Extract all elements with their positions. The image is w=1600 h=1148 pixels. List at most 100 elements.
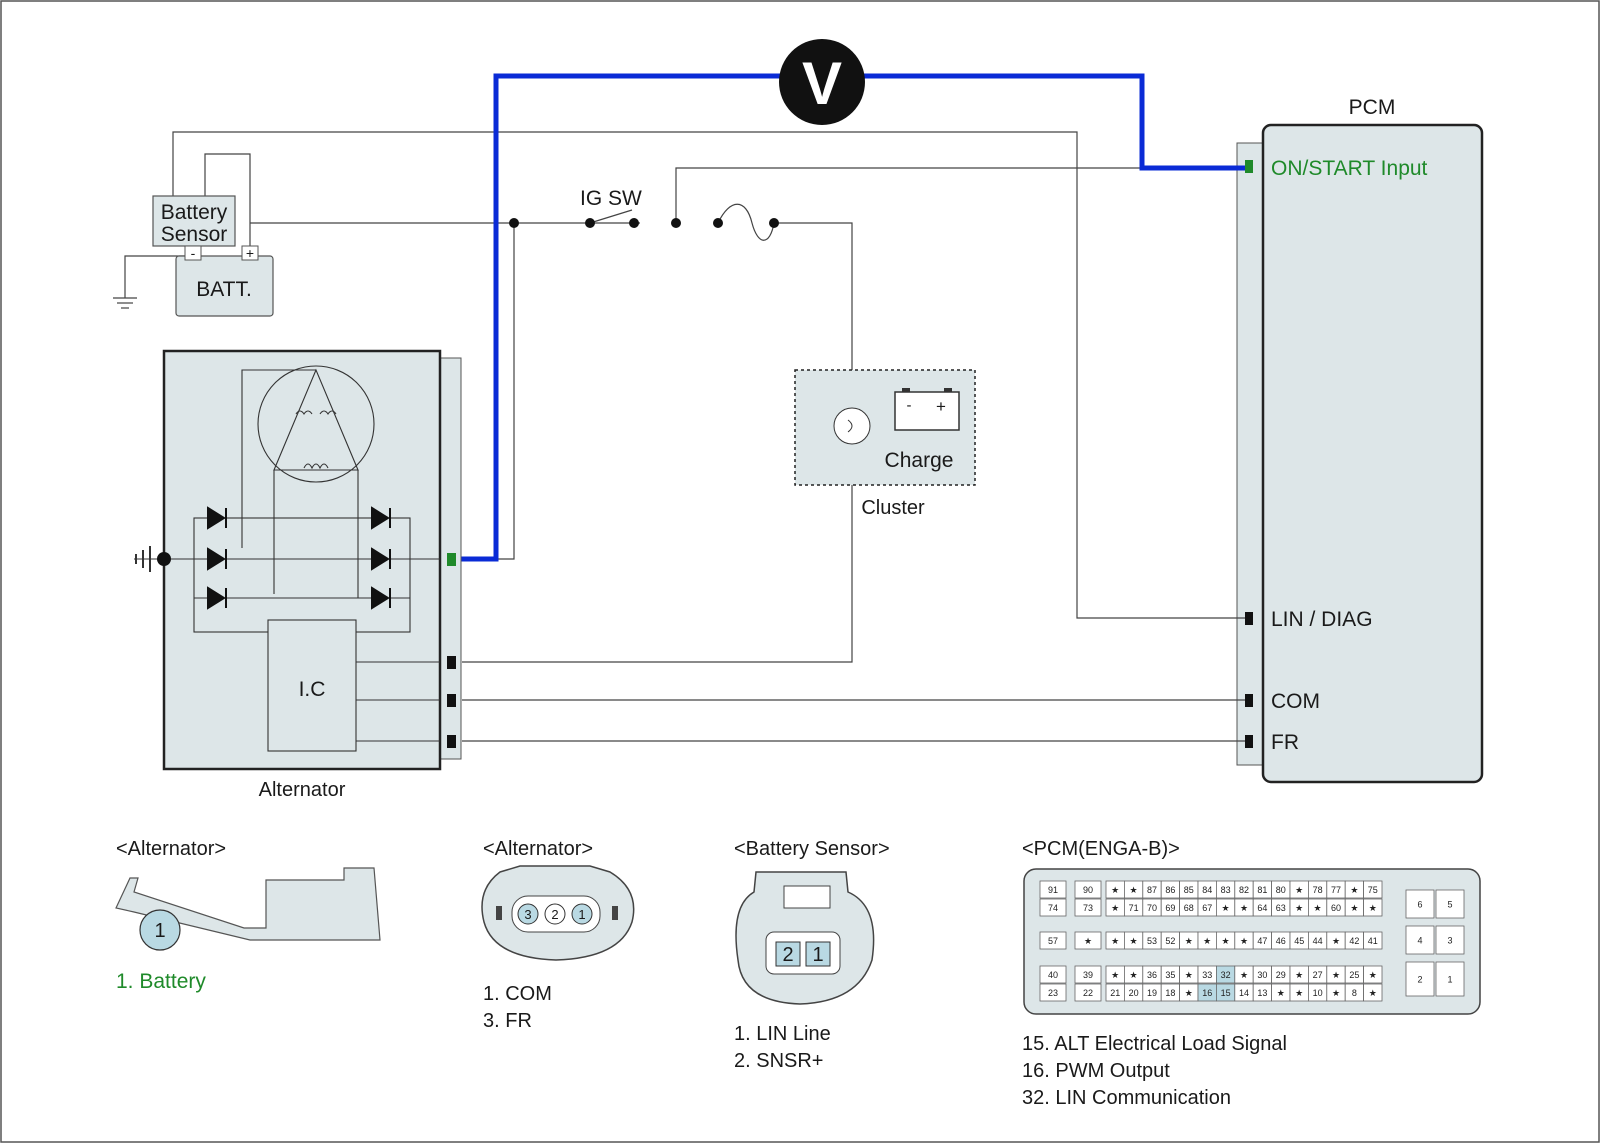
pcm-pin-label: 15 — [1221, 988, 1231, 998]
battery-warning-icon — [894, 391, 960, 431]
pcm-pin-label: 73 — [1083, 903, 1093, 913]
pcm-pin-label: 74 — [1048, 903, 1058, 913]
pcm-pin-label: 19 — [1147, 988, 1157, 998]
diode-icon — [207, 506, 227, 530]
battery-sensor-body — [152, 195, 236, 247]
junction-dot — [769, 218, 779, 228]
alt-terminal-com — [447, 694, 456, 707]
pcm-pin-label: ★ — [1332, 970, 1340, 980]
pcm-pin-cell — [1074, 983, 1102, 1002]
pcm-pin-cell — [1363, 931, 1383, 950]
diode-icon — [207, 547, 227, 571]
junction-dot — [585, 218, 595, 228]
pcm-pin-cell — [1405, 889, 1435, 919]
pcm-pin-label: ★ — [1185, 936, 1193, 946]
alternator-label: Alternator — [259, 779, 346, 801]
pcm-pin-label: ★ — [1130, 970, 1138, 980]
pcm-pin-label: ★ — [1369, 988, 1377, 998]
pcm-pin-label: 23 — [1048, 988, 1058, 998]
connector-battery-sensor: <Battery Sensor> 2 1 1. LIN Line 2. SNSR… — [734, 838, 890, 1072]
pcm-pin-label: ★ — [1332, 988, 1340, 998]
pcm-title: PCM — [1349, 96, 1396, 119]
pcm-pin-label: 32 — [1221, 970, 1231, 980]
pcm-pin-label: ★ — [1295, 903, 1303, 913]
stator-coils — [295, 410, 337, 470]
warning-minus: - — [907, 397, 912, 414]
pcm-pin-label: ★ — [1240, 936, 1248, 946]
pcm-pin-label: 84 — [1202, 885, 1212, 895]
terminal-pin-badge — [139, 909, 181, 951]
cluster-label: Cluster — [861, 497, 925, 519]
connector-legend: 32. LIN Communication — [1022, 1087, 1231, 1109]
diode-icon — [371, 586, 391, 610]
terminal-shape — [115, 867, 381, 941]
pcm-pin-label: ★ — [1240, 903, 1248, 913]
sensor-plug-latch — [783, 885, 831, 909]
pcm-pin-label: ★ — [1332, 936, 1340, 946]
pcm-pin-label: 33 — [1202, 970, 1212, 980]
pcm-pin-label: 5 — [1447, 900, 1452, 910]
pcm-pin-label: 39 — [1083, 970, 1093, 980]
pcm-terminal-com — [1245, 694, 1253, 707]
pcm-terminal-lin — [1245, 612, 1253, 625]
wire-ig-pcm — [675, 167, 1245, 223]
junctions — [509, 218, 779, 228]
sensor-pin-label: 1 — [812, 944, 823, 966]
connector-title: <Alternator> — [483, 838, 593, 860]
pcm-pin-label: 14 — [1239, 988, 1249, 998]
pcm-pin-label: 40 — [1048, 970, 1058, 980]
pcm-pin-label: ★ — [1369, 903, 1377, 913]
pcm-pin-label: 86 — [1165, 885, 1175, 895]
pcm-pin-label: ★ — [1314, 903, 1322, 913]
pcm-pin-label: 13 — [1257, 988, 1267, 998]
pcm-pin-cell — [1074, 880, 1102, 899]
ic-label: I.C — [299, 678, 326, 701]
pcm-pin-label: 77 — [1331, 885, 1341, 895]
pcm-pin-label: 91 — [1048, 885, 1058, 895]
pcm-pin-label: 4 — [1417, 936, 1422, 946]
wire-lin — [172, 131, 1245, 619]
alt-ground-node — [157, 552, 171, 566]
sensor-pin — [805, 941, 831, 967]
pcm-pin-label: 80 — [1276, 885, 1286, 895]
pcm-pin-label: 64 — [1257, 903, 1267, 913]
pcm-pin-label: ★ — [1240, 970, 1248, 980]
plug-pin — [517, 903, 539, 925]
pcm-module: PCM ON/START Input LIN / DIAG COM FR — [1236, 96, 1484, 784]
pcm-pin-label: 60 — [1331, 903, 1341, 913]
plug-pin-label: 3 — [524, 907, 531, 922]
connector-title: <Alternator> — [116, 838, 226, 860]
phase-a — [241, 369, 316, 548]
stator-circle — [257, 365, 375, 483]
pcm-connector-strip — [1236, 142, 1266, 766]
diode-icon — [371, 547, 391, 571]
pcm-pin-cell — [1039, 898, 1067, 917]
pcm-pin-label: 69 — [1165, 903, 1175, 913]
pcm-pin-label: 42 — [1349, 936, 1359, 946]
battery-warning-terminal — [944, 388, 952, 392]
alt-terminal-b — [447, 553, 456, 566]
pcm-pin-label: 78 — [1313, 885, 1323, 895]
plug-pin-label: 1 — [578, 907, 585, 922]
pcm-pin-label: ★ — [1084, 936, 1092, 946]
pcm-pin-label: 2 — [1417, 975, 1422, 985]
pcm-pin-label: 47 — [1257, 936, 1267, 946]
pcm-pin-label: 10 — [1313, 988, 1323, 998]
ig-switch-label: IG SW — [580, 187, 642, 210]
pcm-pin-cell — [1363, 965, 1383, 984]
pcm-pin-cell — [1363, 880, 1383, 899]
plug-pin — [544, 903, 566, 925]
sensor-pin — [775, 941, 801, 967]
pcm-pin-cell — [1363, 983, 1383, 1002]
terminal-pin-number: 1 — [154, 920, 165, 942]
connector-legend: 1. LIN Line — [734, 1023, 831, 1045]
plug-pin — [571, 903, 593, 925]
pcm-pin-label: ★ — [1350, 885, 1358, 895]
connector-legend: 2. SNSR+ — [734, 1050, 823, 1072]
connector-title: <Battery Sensor> — [734, 838, 890, 860]
pcm-pin-label: ★ — [1111, 970, 1119, 980]
pcm-pin-label: ★ — [1295, 885, 1303, 895]
